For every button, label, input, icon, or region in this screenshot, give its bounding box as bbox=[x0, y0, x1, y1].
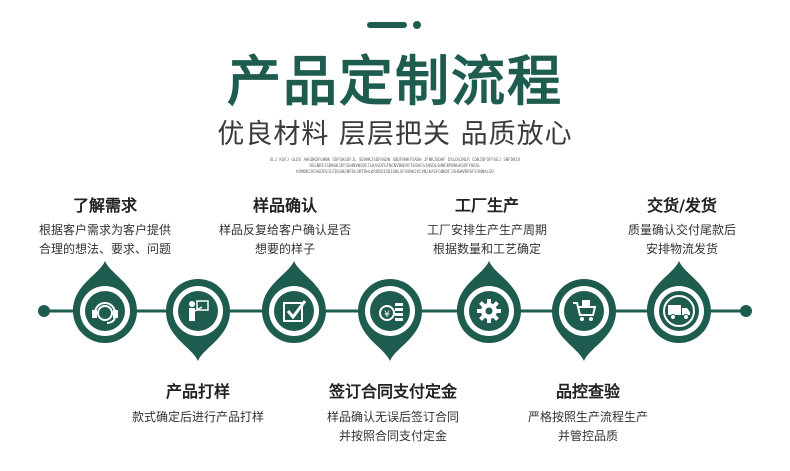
coins-yen-icon: ¥ bbox=[379, 303, 403, 321]
step-2-node bbox=[166, 279, 230, 361]
step-2-desc-line-1: 款式确定后进行产品打样 bbox=[131, 410, 264, 424]
top-decoration bbox=[367, 21, 421, 29]
step-5-desc-line-1: 工厂安排生产生产周期 bbox=[426, 223, 547, 237]
step-3-desc-line-1: 样品反复给客户确认是否 bbox=[218, 223, 351, 237]
step-7-desc-line-2: 安排物流发货 bbox=[645, 242, 718, 256]
step-4-desc-line-2: 并按照合同支付定金 bbox=[338, 429, 447, 443]
checkbox-check-icon bbox=[283, 300, 307, 322]
step-6-node bbox=[552, 279, 616, 361]
fine-print-line-3: KVNDKJVCHSDFUJLFDSGNJNFDLGMTRHLKRUROISDJ… bbox=[296, 169, 494, 174]
step-4-title: 签订合同支付定金 bbox=[328, 382, 457, 401]
step-5-node bbox=[457, 261, 521, 343]
timeline-start-dot bbox=[38, 305, 50, 317]
timeline-end-dot bbox=[740, 305, 752, 317]
step-6-desc-line-2: 并管控品质 bbox=[557, 429, 618, 443]
step-3-node bbox=[262, 261, 326, 343]
step-5-desc-line-2: 根据数量和工艺确定 bbox=[432, 242, 541, 256]
customer-service-headset-icon bbox=[92, 302, 118, 324]
page-title: 产品定制流程 bbox=[227, 50, 563, 113]
step-1-desc-line-2: 合理的想法、要求、问题 bbox=[38, 242, 171, 256]
step-4-node: ¥ bbox=[358, 279, 422, 361]
page-subtitle: 优良材料 层层把关 品质放心 bbox=[217, 119, 573, 150]
fine-print-line-1: GLJ KOFJ GLDS AHGDKDFGHNK SDFGKSDFJL SDV… bbox=[269, 157, 521, 162]
step-7-desc-line-1: 质量确认交付尾款后 bbox=[627, 223, 736, 237]
step-6-title: 品控查验 bbox=[555, 382, 620, 401]
step-6-desc-line-1: 严格按照生产流程生产 bbox=[527, 410, 648, 424]
step-1-desc-line-1: 根据客户需求为客户提供 bbox=[38, 223, 171, 237]
step-2-title: 产品打样 bbox=[165, 382, 230, 401]
step-1-node bbox=[73, 261, 137, 343]
step-7-node bbox=[647, 261, 711, 343]
gear-icon bbox=[477, 299, 501, 323]
step-1-title: 了解需求 bbox=[72, 196, 137, 215]
fine-print-line-2: OSLNDFJSDNGKJDFSGHBVNSDFJLKASDFGFNCNVBHD… bbox=[309, 163, 481, 168]
person-presenting-board-icon bbox=[189, 300, 209, 321]
decoration-bar bbox=[367, 22, 407, 28]
factory-cart-icon bbox=[573, 300, 597, 321]
delivery-truck-icon bbox=[663, 295, 695, 327]
step-5-title: 工厂生产 bbox=[454, 196, 519, 215]
step-3-desc-line-2: 想要的样子 bbox=[254, 242, 315, 256]
decoration-dot bbox=[413, 21, 421, 29]
step-7-title: 交货/发货 bbox=[647, 196, 717, 215]
svg-text:¥: ¥ bbox=[384, 310, 390, 320]
step-4-desc-line-1: 样品确认无误后签订合同 bbox=[326, 410, 459, 424]
step-3-title: 样品确认 bbox=[252, 196, 317, 215]
